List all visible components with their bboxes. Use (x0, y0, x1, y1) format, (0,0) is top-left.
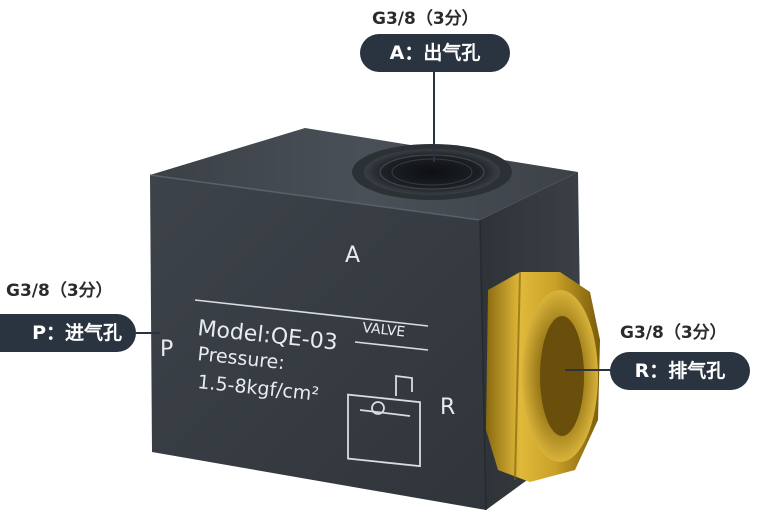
port-letter-right: R (440, 395, 455, 420)
port-a-opening (352, 144, 512, 200)
thread-size-a: G3/8（3分） (372, 9, 479, 29)
valve-body (149, 128, 600, 511)
brass-fitting (486, 271, 600, 482)
port-p-label: P：进气孔 (0, 314, 136, 352)
thread-size-p: G3/8（3分） (6, 281, 113, 301)
port-letter-top: A (345, 243, 360, 268)
valve-symbol (347, 374, 421, 468)
valve-text: VALVE (362, 320, 406, 340)
port-letter-left: P (160, 337, 173, 362)
thread-size-r: G3/8（3分） (620, 323, 727, 343)
port-r-label: R：排气孔 (610, 352, 750, 390)
valve-front-face (150, 175, 486, 510)
port-a-label: A：出气孔 (360, 34, 510, 72)
